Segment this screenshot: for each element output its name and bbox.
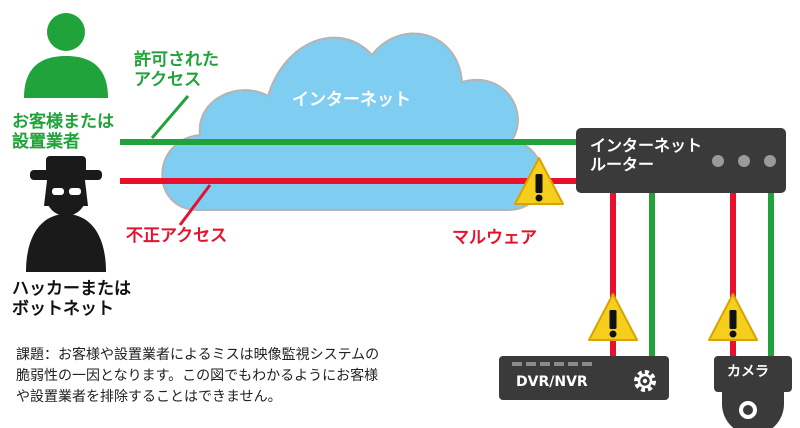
caption-line-2: 脆弱性の一因となります。この図でもわかるようにお客様 bbox=[16, 368, 379, 384]
dvr-icon bbox=[499, 356, 669, 400]
dvr-nvr-label: DVR/NVR bbox=[516, 374, 588, 390]
caption: 課題：お客様や設置業者によるミスは映像監視システムの 脆弱性の一因となります。こ… bbox=[16, 345, 466, 408]
gear-icon bbox=[634, 370, 656, 392]
internet-label: インターネット bbox=[292, 90, 411, 110]
caption-line-3: や設置業者を排除することはできません。 bbox=[16, 389, 282, 405]
router-icon bbox=[576, 128, 786, 193]
router-label-line-1: インターネット bbox=[590, 136, 703, 155]
router-label: インターネット ルーター bbox=[590, 136, 703, 175]
camera-label: カメラ bbox=[727, 364, 769, 380]
camera-icon bbox=[714, 356, 792, 428]
warning-icon bbox=[588, 293, 638, 341]
hacker-botnet-line-1: ハッカーまたは bbox=[12, 279, 131, 299]
person-icon bbox=[24, 13, 108, 98]
authorized-access-line-1: 許可された bbox=[134, 50, 219, 70]
hacker-icon bbox=[26, 156, 106, 272]
hacker-botnet-label: ハッカーまたは ボットネット bbox=[12, 279, 131, 319]
authorized-access-line-2: アクセス bbox=[134, 70, 202, 91]
unauthorized-pointer bbox=[178, 184, 212, 226]
customer-installer-label: お客様または 設置業者 bbox=[12, 112, 114, 152]
warning-icon bbox=[514, 157, 564, 205]
warning-icon bbox=[708, 293, 758, 341]
unauthorized-access-label: 不正アクセス bbox=[126, 226, 228, 246]
authorized-access-label: 許可された アクセス bbox=[134, 50, 219, 90]
hacker-botnet-line-2: ボットネット bbox=[12, 299, 114, 320]
customer-installer-line-1: お客様または bbox=[12, 112, 114, 132]
router-label-line-2: ルーター bbox=[590, 154, 655, 174]
malware-label: マルウェア bbox=[452, 228, 537, 248]
authorized-pointer bbox=[150, 95, 190, 139]
caption-line-1: 課題：お客様や設置業者によるミスは映像監視システムの bbox=[16, 347, 380, 363]
customer-installer-line-2: 設置業者 bbox=[12, 132, 80, 153]
